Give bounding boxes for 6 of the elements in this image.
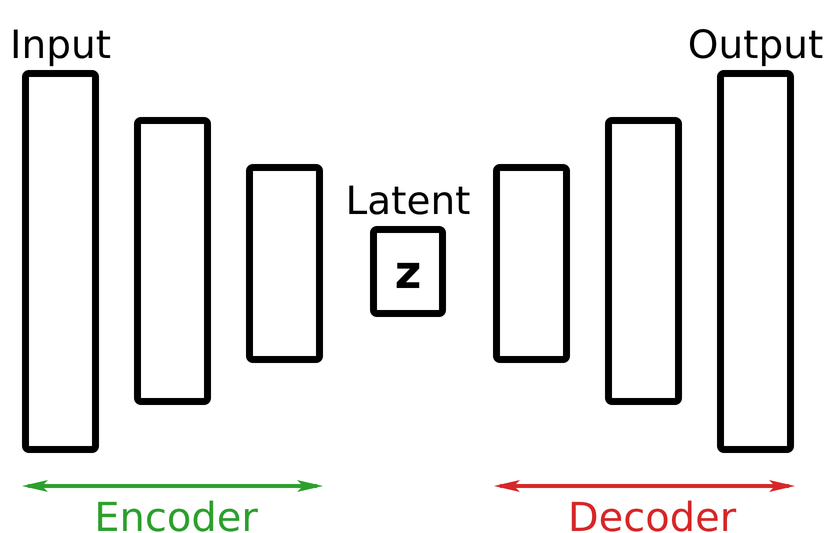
section-label: Decoder <box>568 498 736 533</box>
section-label: Encoder <box>94 498 258 533</box>
layer-label: Latent <box>346 182 470 221</box>
layer-label: Input <box>10 26 111 65</box>
layer-label: Output <box>688 26 824 65</box>
latent-box: z <box>370 226 446 317</box>
